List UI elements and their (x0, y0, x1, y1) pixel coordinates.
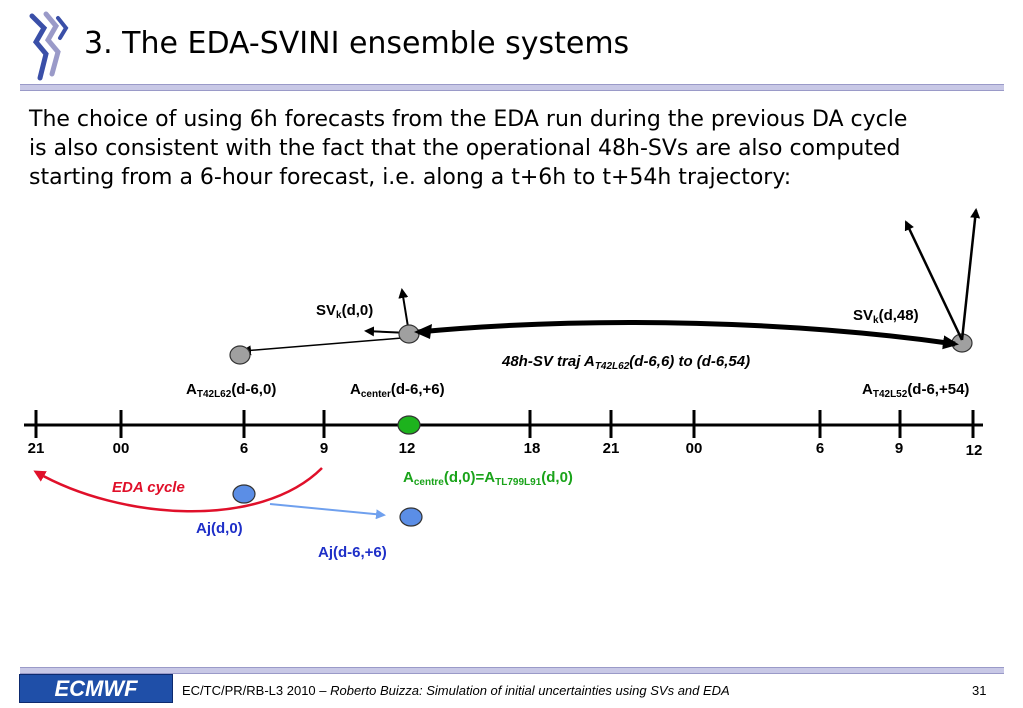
tick-label: 12 (965, 442, 983, 459)
aj-d0-node (232, 484, 256, 504)
page-title: 3. The EDA-SVINI ensemble systems (84, 26, 630, 61)
a-center-label: Acenter(d-6,+6) (350, 381, 445, 400)
tick-label: 6 (239, 440, 249, 457)
body-line-2: is also consistent with the fact that th… (29, 136, 901, 161)
ecmwf-corner-logo (29, 11, 69, 81)
aj-d0-label: Aj(d,0) (196, 520, 243, 537)
aj-arrow (269, 503, 386, 520)
sv-d48-arrow-2 (960, 208, 981, 341)
tick-label: 9 (319, 440, 329, 457)
eda-cycle-label: EDA cycle (112, 479, 185, 496)
aj-d6-label: Aj(d-6,+6) (318, 544, 387, 561)
tick-label: 9 (894, 440, 904, 457)
grey-node-center (398, 324, 420, 344)
page-number: 31 (972, 683, 987, 698)
footer-citation: EC/TC/PR/RB-L3 2010 – Roberto Buizza: Si… (182, 683, 730, 698)
a-centre-label: Acentre(d,0)=ATL799L91(d,0) (403, 469, 573, 488)
tick-label: 12 (398, 440, 416, 457)
a-t42l62-label: AT42L62(d-6,0) (186, 381, 277, 400)
sv-48h-trajectory (417, 320, 959, 350)
tick-label: 00 (685, 440, 703, 457)
traj-label: 48h-SV traj AT42L62(d-6,6) to (d-6,54) (502, 353, 751, 372)
body-paragraph: The choice of using 6h forecasts from th… (29, 105, 999, 192)
timeline-ticks (34, 410, 975, 438)
sv-d0-label: SVk(d,0) (316, 302, 374, 321)
footer-divider (20, 667, 1004, 674)
tick-label: 21 (27, 440, 45, 457)
backward-traj-line (241, 337, 403, 356)
aj-d6-node (399, 507, 423, 527)
grey-node-t42l62 (229, 345, 251, 365)
tick-label: 00 (112, 440, 130, 457)
eda-cycle-arc (33, 467, 323, 513)
body-line-1: The choice of using 6h forecasts from th… (29, 107, 908, 132)
sv-d48-arrow-1 (904, 220, 964, 341)
tick-label: 21 (602, 440, 620, 457)
sv-d48-label: SVk(d,48) (853, 307, 919, 326)
tick-label: 18 (523, 440, 541, 457)
footer-logo-text: ECMWF (54, 675, 138, 701)
a-t42l52-label: AT42L52(d-6,+54) (862, 381, 970, 400)
title-divider (20, 84, 1004, 91)
tick-label: 6 (815, 440, 825, 457)
traj-start-head (414, 324, 432, 339)
centre-analysis-node (397, 415, 421, 435)
body-line-3: starting from a 6-hour forecast, i.e. al… (29, 165, 792, 190)
ecmwf-footer-logo: ECMWF (19, 674, 173, 703)
